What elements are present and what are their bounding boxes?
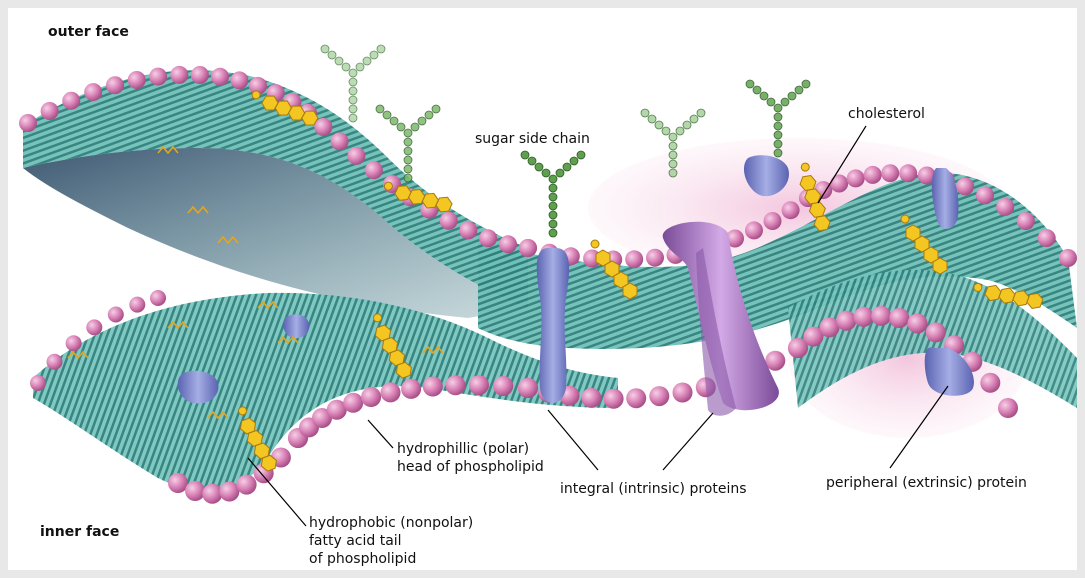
phospholipid-head bbox=[581, 388, 601, 408]
sugar-chain bbox=[321, 45, 385, 122]
phospholipid-head bbox=[343, 393, 363, 413]
sugar-side-chain-label: sugar side chain bbox=[475, 130, 590, 148]
phospholipid-head bbox=[459, 221, 477, 239]
phospholipid-head bbox=[479, 229, 497, 247]
leader-integral-1 bbox=[548, 410, 598, 470]
phospholipid-head bbox=[889, 308, 909, 328]
phospholipid-head bbox=[899, 164, 917, 182]
phospholipid-head bbox=[128, 71, 146, 89]
leader-hydrophilic bbox=[368, 420, 393, 448]
phospholipid-head bbox=[129, 297, 145, 313]
phospholipid-head bbox=[219, 482, 239, 502]
phospholipid-head bbox=[673, 383, 693, 403]
phospholipid-head bbox=[62, 92, 80, 110]
phospholipid-head bbox=[864, 166, 882, 184]
phospholipid-head bbox=[47, 354, 63, 370]
phospholipid-head bbox=[66, 335, 82, 351]
phospholipid-head bbox=[1059, 249, 1077, 267]
phospholipid-head bbox=[202, 484, 222, 504]
sugar-chain bbox=[521, 151, 585, 237]
phospholipid-head bbox=[440, 212, 458, 230]
phospholipid-head bbox=[19, 114, 37, 132]
phospholipid-head bbox=[830, 175, 848, 193]
phospholipid-head bbox=[782, 201, 800, 219]
phospholipid-head bbox=[314, 118, 332, 136]
phospholipid-head bbox=[518, 378, 538, 398]
integral-proteins-label: integral (intrinsic) proteins bbox=[560, 480, 747, 498]
phospholipid-head bbox=[836, 311, 856, 331]
phospholipid-head bbox=[646, 249, 664, 267]
phospholipid-head bbox=[185, 481, 205, 501]
hydrophobic-label-line-3: of phospholipid bbox=[309, 550, 473, 568]
phospholipid-head bbox=[469, 375, 489, 395]
hydrophobic-label-line-1: hydrophobic (nonpolar) bbox=[309, 514, 473, 532]
phospholipid-head bbox=[361, 387, 381, 407]
phospholipid-head bbox=[211, 68, 229, 86]
phospholipid-head bbox=[976, 186, 994, 204]
phospholipid-head bbox=[84, 83, 102, 101]
phospholipid-head bbox=[881, 164, 899, 182]
phospholipid-head bbox=[854, 307, 874, 327]
phospholipid-head bbox=[30, 375, 46, 391]
phospholipid-head bbox=[230, 71, 248, 89]
phospholipid-head bbox=[149, 68, 167, 86]
phospholipid-head bbox=[499, 235, 517, 253]
phospholipid-head bbox=[626, 388, 646, 408]
phospholipid-head bbox=[108, 307, 124, 323]
phospholipid-head bbox=[764, 212, 782, 230]
cholesterol-label: cholesterol bbox=[848, 105, 925, 123]
phospholipid-head bbox=[86, 319, 102, 335]
phospholipid-head bbox=[150, 290, 166, 306]
hydrophobic-label: hydrophobic (nonpolar) fatty acid tail o… bbox=[309, 514, 473, 568]
phospholipid-head bbox=[980, 373, 1000, 393]
phospholipid-head bbox=[649, 386, 669, 406]
phospholipid-head bbox=[41, 102, 59, 120]
phospholipid-head bbox=[625, 250, 643, 268]
integral-protein-blue bbox=[537, 248, 569, 403]
phospholipid-head bbox=[745, 221, 763, 239]
outer-face-label: outer face bbox=[48, 23, 129, 41]
phospholipid-head bbox=[1038, 229, 1056, 247]
peripheral-protein-label: peripheral (extrinsic) protein bbox=[826, 474, 1027, 492]
phospholipid-head bbox=[1017, 212, 1035, 230]
leader-hydrophobic bbox=[248, 458, 306, 526]
phospholipid-head bbox=[365, 161, 383, 179]
phospholipid-head bbox=[998, 398, 1018, 418]
phospholipid-head bbox=[493, 376, 513, 396]
phospholipid-head bbox=[168, 473, 188, 493]
phospholipid-head bbox=[401, 379, 421, 399]
hydrophobic-label-line-2: fatty acid tail bbox=[309, 532, 473, 550]
hydrophilic-label-line-2: head of phospholipid bbox=[397, 458, 544, 476]
phospholipid-head bbox=[423, 377, 443, 397]
hydrophilic-label: hydrophillic (polar) head of phospholipi… bbox=[397, 440, 544, 476]
phospholipid-head bbox=[604, 389, 624, 409]
phospholipid-head bbox=[926, 322, 946, 342]
phospholipid-head bbox=[847, 169, 865, 187]
leader-integral-2 bbox=[663, 413, 713, 470]
membrane-diagram-frame: outer face inner face sugar side chain c… bbox=[8, 8, 1077, 570]
phospholipid-head bbox=[191, 66, 209, 84]
phospholipid-head bbox=[871, 306, 891, 326]
phospholipid-head bbox=[381, 382, 401, 402]
phospholipid-head bbox=[519, 239, 537, 257]
phospholipid-head bbox=[237, 475, 257, 495]
phospholipid-head bbox=[446, 375, 466, 395]
phospholipid-head bbox=[170, 66, 188, 84]
phospholipid-head bbox=[908, 314, 928, 334]
phospholipid-head bbox=[347, 147, 365, 165]
phospholipid-head bbox=[331, 132, 349, 150]
hydrophilic-label-line-1: hydrophillic (polar) bbox=[397, 440, 544, 458]
phospholipid-head bbox=[956, 177, 974, 195]
phospholipid-head bbox=[996, 198, 1014, 216]
phospholipid-head bbox=[106, 76, 124, 94]
inner-face-label: inner face bbox=[40, 523, 119, 541]
